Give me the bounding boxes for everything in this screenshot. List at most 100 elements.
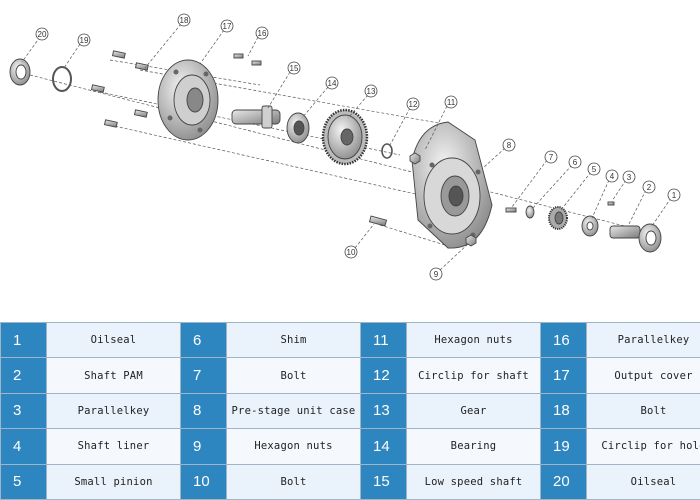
part-oilseal-right — [638, 223, 662, 253]
svg-text:10: 10 — [347, 248, 356, 257]
part-number: 9 — [180, 428, 227, 465]
part-number: 18 — [540, 392, 587, 430]
svg-text:18: 18 — [180, 16, 189, 25]
svg-text:1: 1 — [672, 191, 677, 200]
part-name: Oilseal — [46, 321, 181, 359]
part-number: 4 — [0, 428, 47, 465]
part-number: 13 — [360, 392, 407, 430]
callout-7: 7 — [544, 150, 558, 164]
callout-1: 1 — [667, 188, 681, 202]
part-name: Parallelkey — [586, 321, 700, 359]
table-row: 3 Parallelkey 8 Pre-stage unit case 13 G… — [0, 392, 700, 430]
part-number: 16 — [540, 321, 587, 359]
part-name: Shaft PAM — [46, 357, 181, 394]
part-bolt-right — [505, 207, 517, 213]
svg-text:2: 2 — [647, 183, 652, 192]
part-number: 2 — [0, 357, 47, 394]
part-number: 20 — [540, 463, 587, 500]
svg-text:16: 16 — [258, 29, 267, 38]
svg-text:14: 14 — [328, 79, 337, 88]
callout-18: 18 — [177, 13, 191, 27]
callout-13: 13 — [364, 84, 378, 98]
part-name: Oilseal — [586, 463, 700, 500]
part-shaft-liner — [581, 215, 599, 237]
callout-8: 8 — [502, 138, 516, 152]
part-number: 14 — [360, 428, 407, 465]
callout-4: 4 — [605, 169, 619, 183]
callout-19: 19 — [77, 33, 91, 47]
callout-10: 10 — [344, 245, 358, 259]
part-gear — [321, 108, 369, 166]
part-number: 17 — [540, 357, 587, 394]
part-bolt-bottom — [368, 215, 388, 227]
svg-text:8: 8 — [507, 141, 512, 150]
part-bolts-left — [90, 50, 149, 128]
part-number: 1 — [0, 321, 47, 359]
table-row: 1 Oilseal 6 Shim 11 Hexagon nuts 16 Para… — [0, 321, 700, 359]
part-low-speed-shaft — [231, 105, 281, 129]
part-parallelkey-small — [233, 53, 262, 66]
svg-text:20: 20 — [38, 30, 47, 39]
part-name: Bolt — [226, 463, 361, 500]
part-number: 8 — [180, 392, 227, 430]
svg-text:19: 19 — [80, 36, 89, 45]
part-name: Gear — [406, 392, 541, 430]
part-number: 10 — [180, 463, 227, 500]
callout-markers: 20 19 18 17 16 15 14 13 12 11 8 7 6 5 4 … — [35, 13, 681, 281]
part-name: Small pinion — [46, 463, 181, 500]
svg-text:7: 7 — [549, 153, 554, 162]
callout-leaders — [21, 23, 672, 271]
part-name: Bolt — [586, 392, 700, 430]
callout-6: 6 — [568, 155, 582, 169]
part-circlip-for-hole — [52, 66, 72, 92]
part-number: 3 — [0, 392, 47, 430]
callout-20: 20 — [35, 27, 49, 41]
svg-text:9: 9 — [434, 270, 439, 279]
part-pre-stage-unit-case — [411, 121, 493, 249]
part-shaft-pam — [609, 225, 641, 239]
callout-17: 17 — [220, 19, 234, 33]
part-circlip-for-shaft — [381, 143, 393, 159]
part-output-cover — [157, 59, 219, 141]
part-name: Low speed shaft — [406, 463, 541, 500]
svg-text:6: 6 — [573, 158, 578, 167]
callout-9: 9 — [429, 267, 443, 281]
part-number: 7 — [180, 357, 227, 394]
svg-text:13: 13 — [367, 87, 376, 96]
svg-text:11: 11 — [447, 98, 456, 107]
table-row: 4 Shaft liner 9 Hexagon nuts 14 Bearing … — [0, 428, 700, 465]
svg-text:12: 12 — [409, 100, 418, 109]
callout-2: 2 — [642, 180, 656, 194]
part-hexagon-nuts-top — [409, 152, 421, 165]
part-number: 15 — [360, 463, 407, 500]
part-number: 6 — [180, 321, 227, 359]
part-hexagon-nuts-bottom — [465, 234, 477, 247]
part-name: Output cover — [586, 357, 700, 394]
svg-text:15: 15 — [290, 64, 299, 73]
part-name: Shaft liner — [46, 428, 181, 465]
callout-5: 5 — [587, 162, 601, 176]
callout-11: 11 — [444, 95, 458, 109]
part-number: 5 — [0, 463, 47, 500]
exploded-view-drawing: 20 19 18 17 16 15 14 13 12 11 8 7 6 5 4 … — [9, 13, 681, 281]
part-name: Hexagon nuts — [226, 428, 361, 465]
callout-14: 14 — [325, 76, 339, 90]
callout-3: 3 — [622, 170, 636, 184]
svg-text:5: 5 — [592, 165, 597, 174]
part-number: 19 — [540, 428, 587, 465]
part-parallelkey-right — [607, 201, 615, 206]
part-name: Bearing — [406, 428, 541, 465]
svg-text:3: 3 — [627, 173, 632, 182]
part-name: Shim — [226, 321, 361, 359]
svg-text:17: 17 — [223, 22, 232, 31]
callout-16: 16 — [255, 26, 269, 40]
part-name: Bolt — [226, 357, 361, 394]
part-number: 12 — [360, 357, 407, 394]
part-number: 11 — [360, 321, 407, 359]
part-shim — [525, 205, 535, 219]
part-name: Circlip for hole — [586, 428, 700, 465]
part-bearing — [286, 112, 310, 144]
part-name: Pre-stage unit case — [226, 392, 361, 430]
part-name: Hexagon nuts — [406, 321, 541, 359]
part-name: Circlip for shaft — [406, 357, 541, 394]
